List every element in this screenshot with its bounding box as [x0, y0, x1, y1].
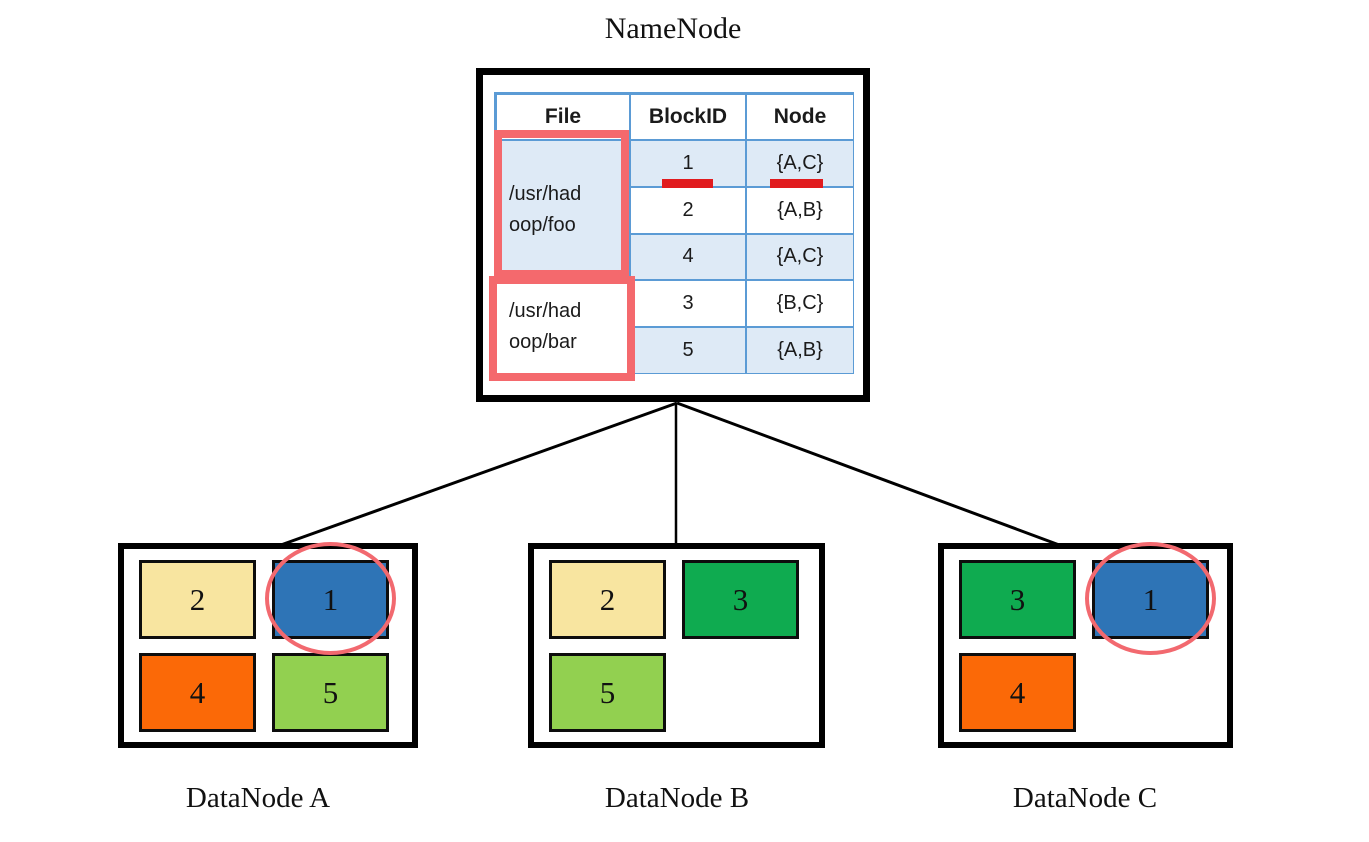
connector-line-datanode-c — [676, 401, 1063, 548]
file-foo-line2: oop/foo — [509, 214, 576, 237]
file-cell-foo: /usr/had oop/foo — [496, 140, 630, 281]
namenode-table: File BlockID Node /usr/had oop/foo /usr/… — [494, 92, 854, 374]
block-1: 1 — [1092, 560, 1209, 639]
connector-line-datanode-a — [277, 401, 678, 548]
datanode-a-label: DataNode A — [185, 782, 331, 814]
blockid-cell: 1 — [630, 140, 746, 187]
blockid-cell: 2 — [630, 186, 746, 234]
red-underline-blockid-1 — [662, 179, 713, 188]
node-cell: {A,B} — [746, 327, 854, 374]
datanode-b-label: DataNode B — [604, 782, 750, 814]
namenode-box: File BlockID Node /usr/had oop/foo /usr/… — [476, 68, 870, 402]
block-2: 2 — [549, 560, 666, 639]
column-header-node: Node — [746, 94, 854, 140]
node-cell: {A,C} — [746, 140, 854, 187]
file-bar-line2: oop/bar — [509, 331, 577, 354]
blockid-cell: 4 — [630, 233, 746, 281]
datanode-c-label: DataNode C — [1012, 782, 1158, 814]
red-underline-node-ac — [770, 179, 823, 188]
datanode-b-box: 2 3 5 — [528, 543, 825, 748]
block-4: 4 — [139, 653, 256, 732]
block-3: 3 — [959, 560, 1076, 639]
block-1: 1 — [272, 560, 389, 639]
blockid-cell: 3 — [630, 280, 746, 328]
block-4: 4 — [959, 653, 1076, 732]
node-cell: {B,C} — [746, 280, 854, 328]
block-3: 3 — [682, 560, 799, 639]
block-2: 2 — [139, 560, 256, 639]
file-bar-line1: /usr/had — [509, 300, 582, 323]
datanode-a-box: 2 1 4 5 — [118, 542, 418, 748]
block-5: 5 — [549, 653, 666, 732]
file-cell-bar: /usr/had oop/bar — [496, 280, 630, 374]
block-5: 5 — [272, 653, 389, 732]
column-header-blockid: BlockID — [630, 94, 746, 140]
blockid-cell: 5 — [630, 327, 746, 374]
file-foo-line1: /usr/had — [509, 183, 582, 206]
node-cell: {A,C} — [746, 233, 854, 281]
datanode-c-box: 3 1 4 — [938, 542, 1233, 748]
node-cell: {A,B} — [746, 186, 854, 234]
namenode-title: NameNode — [604, 12, 742, 45]
column-header-file: File — [496, 94, 630, 140]
